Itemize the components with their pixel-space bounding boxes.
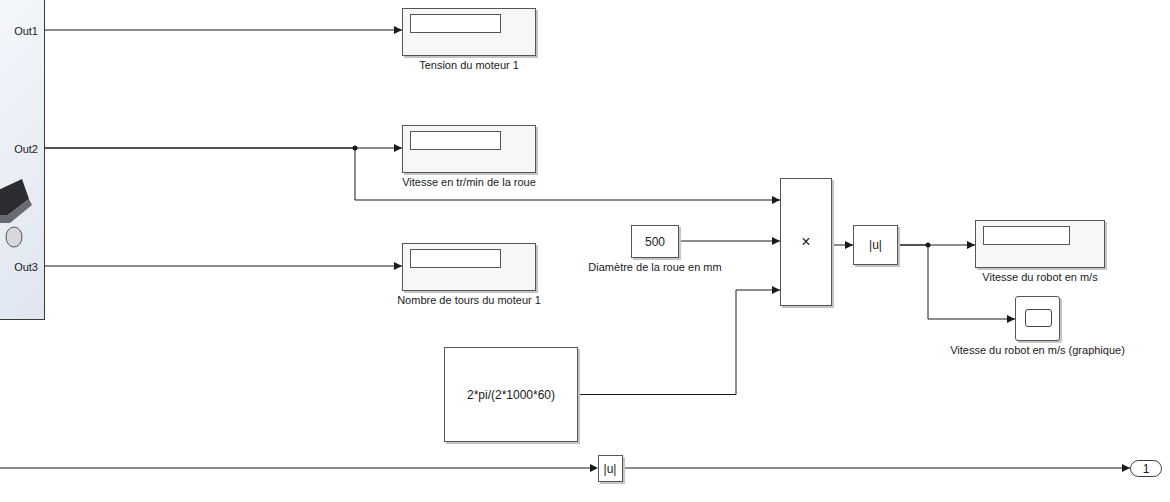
- block-value: |u|: [869, 238, 882, 252]
- block-name: Vitesse du robot en m/s: [982, 271, 1097, 283]
- abs-block: |u|: [598, 455, 623, 482]
- display-block: Vitesse du robot en m/s: [975, 220, 1105, 268]
- scope-screen: [1025, 309, 1052, 327]
- display-block: Vitesse en tr/min de la roue: [402, 125, 536, 173]
- constant-block: 2*pi/(2*1000*60): [444, 347, 578, 442]
- outport-block: 1: [1130, 460, 1162, 477]
- signal-line: [45, 266, 402, 267]
- display-window: [410, 14, 501, 33]
- signal-line: [832, 245, 853, 246]
- display-window: [983, 226, 1070, 245]
- block-name: Tension du moteur 1: [419, 59, 519, 71]
- signal-line: [45, 30, 402, 31]
- input-wire: [0, 468, 590, 469]
- block-value: 2*pi/(2*1000*60): [467, 388, 555, 402]
- display-block: Tension du moteur 1: [402, 8, 536, 56]
- display-window: [410, 249, 501, 268]
- port-label: Out1: [14, 24, 38, 38]
- block-name: Nombre de tours du moteur 1: [397, 294, 541, 306]
- block-value: |u|: [604, 462, 617, 476]
- subsystem-block: Out1Out2Out3: [0, 0, 45, 320]
- product-block: ×: [780, 178, 832, 306]
- abs-block: |u|: [853, 225, 898, 265]
- port-label: Out3: [14, 260, 38, 274]
- robot-side: [0, 199, 32, 223]
- block-name: Vitesse en tr/min de la roue: [402, 176, 536, 188]
- signal-line: [623, 468, 1131, 469]
- port-label: Out2: [14, 142, 38, 156]
- scope-block: Vitesse du robot en m/s (graphique): [1015, 296, 1060, 341]
- signal-line: [578, 290, 780, 395]
- block-value: ×: [801, 233, 810, 251]
- block-name: Vitesse du robot en m/s (graphique): [950, 344, 1125, 356]
- robot-wheel: [6, 227, 22, 247]
- block-name: Diamètre de la roue en mm: [588, 261, 721, 273]
- display-block: Nombre de tours du moteur 1: [402, 243, 536, 291]
- block-value: 1: [1143, 462, 1150, 476]
- constant-block: 500Diamètre de la roue en mm: [631, 225, 679, 258]
- block-value: 500: [645, 235, 665, 249]
- signal-line: [679, 241, 780, 242]
- display-window: [410, 131, 501, 150]
